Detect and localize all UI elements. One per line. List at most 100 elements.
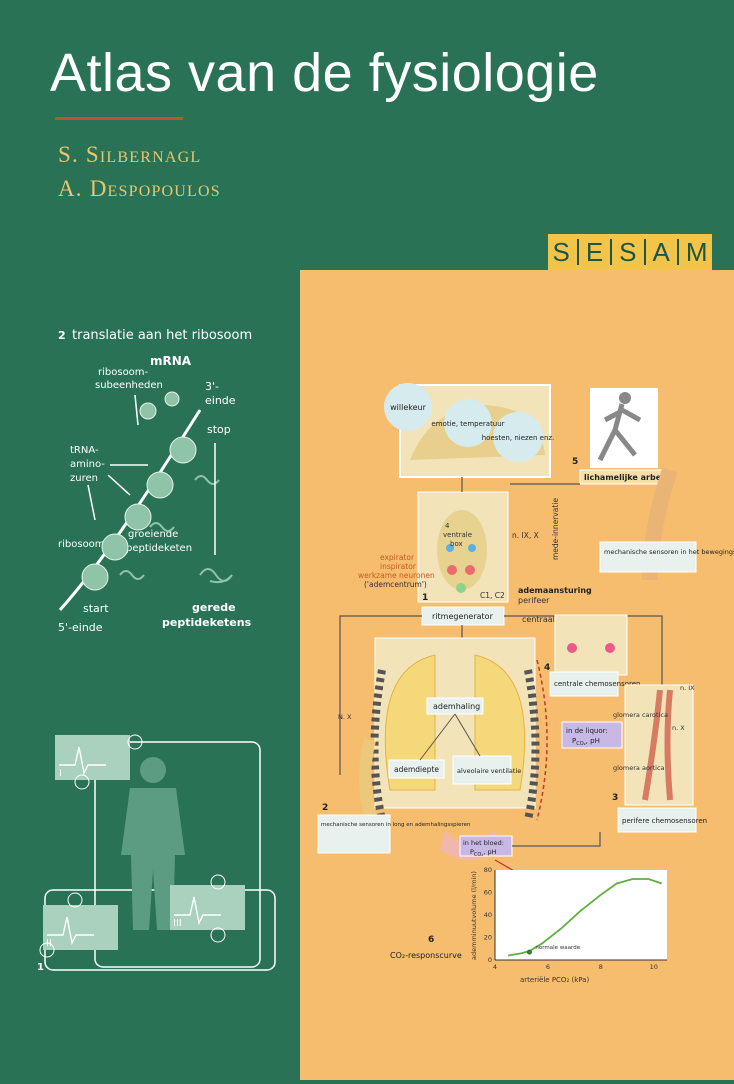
x-axis-label: arteriële PCO₂ (kPa): [520, 976, 589, 984]
central-chemo-number: 4: [544, 663, 550, 673]
person-head: [140, 757, 166, 783]
ribosome-shape: [81, 563, 109, 591]
minus-electrode-icon: [67, 892, 83, 908]
legend-inspirator: inspirator: [380, 562, 417, 571]
runner-figure: [597, 403, 642, 462]
chart-background: [495, 870, 667, 960]
mech-sensor-box: [317, 814, 391, 854]
lead-box-1: [55, 735, 130, 780]
y-axis-label: ademminuutvolume (l/min): [470, 871, 478, 960]
centre-label: ventrale: [443, 531, 472, 539]
ecg-trace: [47, 916, 94, 946]
neuron-dot: [468, 544, 476, 552]
subunit-shape: [139, 402, 157, 420]
periph-chemo-label: perifere chemosensoren: [622, 817, 707, 825]
central-chemo-label: centrale chemosensoren: [554, 680, 640, 688]
rib-muscle: [370, 669, 386, 821]
dashed-border: [536, 659, 548, 821]
centre-number: 4: [445, 522, 450, 530]
control-title: ademaansturing: [518, 586, 592, 595]
end5-label: 5'-einde: [58, 621, 103, 634]
glomus-label: glomera aortica: [613, 764, 665, 772]
figure-number: 1: [422, 593, 428, 603]
plus-electrode-icon: [210, 927, 226, 943]
mech-sensor-label: mechanische sensoren in long en ademhali…: [321, 822, 471, 828]
respiration-diagram: willekeur emotie, temperatuur hoesten, n…: [317, 383, 734, 984]
chemo-dot: [605, 643, 615, 653]
breathing-label: ademhaling: [433, 702, 480, 711]
title-underline: [55, 117, 183, 120]
y-tick-label: 60: [484, 889, 492, 897]
person-body: [121, 788, 185, 930]
exercise-number: 5: [572, 457, 578, 467]
legend-neurons: werkzame neuronen: [358, 571, 435, 580]
central-label: centraal: [522, 615, 555, 624]
subunits-label: subeenheden: [95, 380, 163, 391]
nerve-label: n. IX: [680, 684, 695, 692]
legend-expirator: expirator: [380, 553, 415, 562]
arrow: [419, 713, 481, 761]
y-tick-label: 20: [484, 934, 492, 942]
ecg-trace: [174, 896, 221, 926]
plus-electrode-icon: [39, 942, 55, 958]
arrow: [87, 484, 96, 521]
respiration-panel: willekeur emotie, temperatuur hoesten, n…: [300, 270, 734, 1080]
feedback-line: [512, 832, 601, 847]
series-letter: A: [643, 239, 677, 265]
peptide-chain: [199, 568, 233, 584]
liquor-values: PCO₂, pH: [572, 737, 600, 747]
x-tick-label: 8: [599, 963, 603, 971]
end3-label: einde: [205, 394, 236, 407]
peptide-chain: [149, 522, 175, 532]
liquor-box: [561, 721, 623, 749]
mrna-label: mRNA: [150, 354, 192, 368]
central-chemo-box: [549, 671, 619, 697]
alveolar-box: [452, 755, 512, 785]
neuron-dot: [447, 565, 457, 575]
peripheral-label: perifeer: [518, 596, 550, 605]
feedback-line: [461, 477, 580, 492]
ribosome-label: ribosoom: [58, 539, 105, 550]
growing-label: groeiende: [128, 529, 178, 540]
finished-label: gerede: [192, 601, 236, 614]
series-letter: M: [676, 239, 715, 265]
lead-label: I: [59, 768, 62, 779]
diagram-heading: translatie aan het ribosoom: [72, 328, 252, 343]
y-tick-label: 80: [484, 866, 492, 874]
bubble: [384, 383, 432, 431]
trna-label: tRNA-: [70, 445, 99, 456]
series-line: [508, 878, 662, 957]
peptide-chain: [119, 570, 145, 580]
neuron-dot: [456, 583, 466, 593]
normal-value-label: normale waarde: [535, 945, 580, 951]
trna-label: amino-: [70, 459, 105, 470]
curve-number: 6: [428, 935, 434, 945]
ecg-diagram: I II III 1: [37, 734, 276, 973]
normal-value-point: [526, 949, 532, 955]
ecg-trace: [59, 746, 106, 776]
liquor-label: in de liquor:: [566, 727, 608, 735]
start-label: start: [83, 602, 109, 615]
minus-electrode-icon: [74, 774, 90, 790]
x-tick-label: 10: [650, 963, 658, 971]
x-tick-label: 6: [546, 963, 550, 971]
lead-box-3: [170, 885, 245, 930]
mech-number: 2: [322, 803, 328, 813]
co-innervation-label: mede-innervatie: [551, 498, 560, 560]
figure-number: 1: [37, 962, 44, 973]
periph-chemo-box: [617, 807, 697, 833]
ribosome-shape: [124, 503, 152, 531]
nerve-label: N. X: [338, 713, 352, 721]
rhythm-label: ritmegenerator: [432, 612, 494, 621]
rib-muscle: [524, 669, 540, 821]
plus-electrode-icon: [127, 734, 143, 750]
arrow: [134, 394, 139, 426]
subunit-shape: [164, 391, 180, 407]
bubble-label: emotie, temperatuur: [431, 420, 504, 428]
series-logo: S E S A M: [548, 234, 712, 270]
growing-label: peptideketen: [126, 543, 192, 554]
book-title: Atlas van de fysiologie: [50, 43, 599, 103]
glomus-label: glomera carotica: [613, 711, 668, 719]
series-letter: S: [610, 239, 643, 265]
